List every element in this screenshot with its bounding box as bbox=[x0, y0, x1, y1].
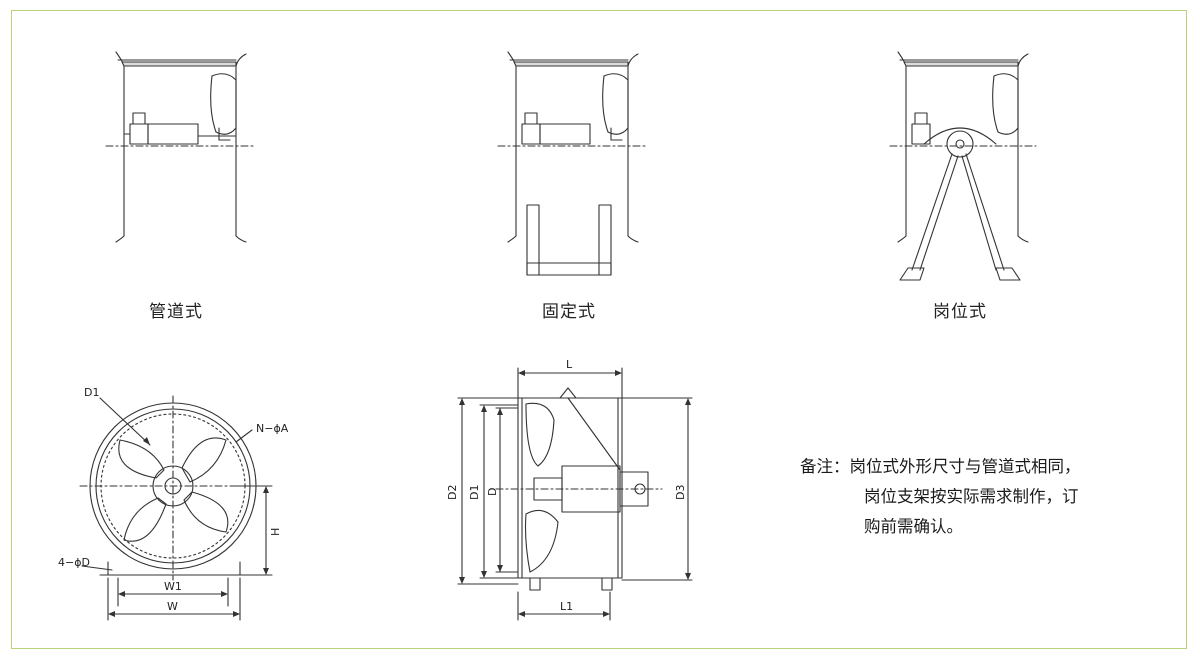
dim-label-l1: L1 bbox=[560, 600, 573, 613]
dim-label-d1-side: D1 bbox=[468, 485, 481, 500]
note-line-1: 岗位式外形尺寸与管道式相同， bbox=[849, 457, 1081, 476]
note-line-2: 岗位支架按实际需求制作，订 bbox=[864, 487, 1079, 506]
remarks-note: 备注：岗位式外形尺寸与管道式相同， 岗位支架按实际需求制作，订 购前需确认。 bbox=[800, 452, 1081, 542]
dim-label-n-phi-a: N−ϕA bbox=[256, 422, 289, 435]
dim-label-w1: W1 bbox=[164, 580, 182, 593]
dim-label-d1-front: D1 bbox=[84, 386, 99, 399]
drawing-frame bbox=[11, 10, 1187, 649]
dim-label-d: D bbox=[486, 488, 499, 496]
fixed-type-diagram bbox=[497, 51, 647, 276]
label-post-type: 岗位式 bbox=[933, 302, 987, 322]
label-duct-type: 管道式 bbox=[149, 302, 203, 322]
note-line-3: 购前需确认。 bbox=[864, 517, 963, 536]
dim-label-h: H bbox=[269, 528, 282, 536]
dim-label-w: W bbox=[167, 600, 178, 613]
side-view-diagram bbox=[457, 367, 693, 621]
dim-label-4-phi-d: 4−ϕD bbox=[58, 556, 90, 569]
post-type-diagram bbox=[889, 51, 1037, 281]
dim-label-d2: D2 bbox=[446, 485, 459, 500]
note-prefix: 备注： bbox=[800, 457, 850, 476]
front-view-diagram bbox=[79, 395, 273, 621]
duct-type-diagram bbox=[105, 51, 255, 243]
dim-label-l: L bbox=[566, 358, 573, 371]
dim-label-d3: D3 bbox=[674, 485, 687, 500]
label-fixed-type: 固定式 bbox=[542, 302, 596, 322]
